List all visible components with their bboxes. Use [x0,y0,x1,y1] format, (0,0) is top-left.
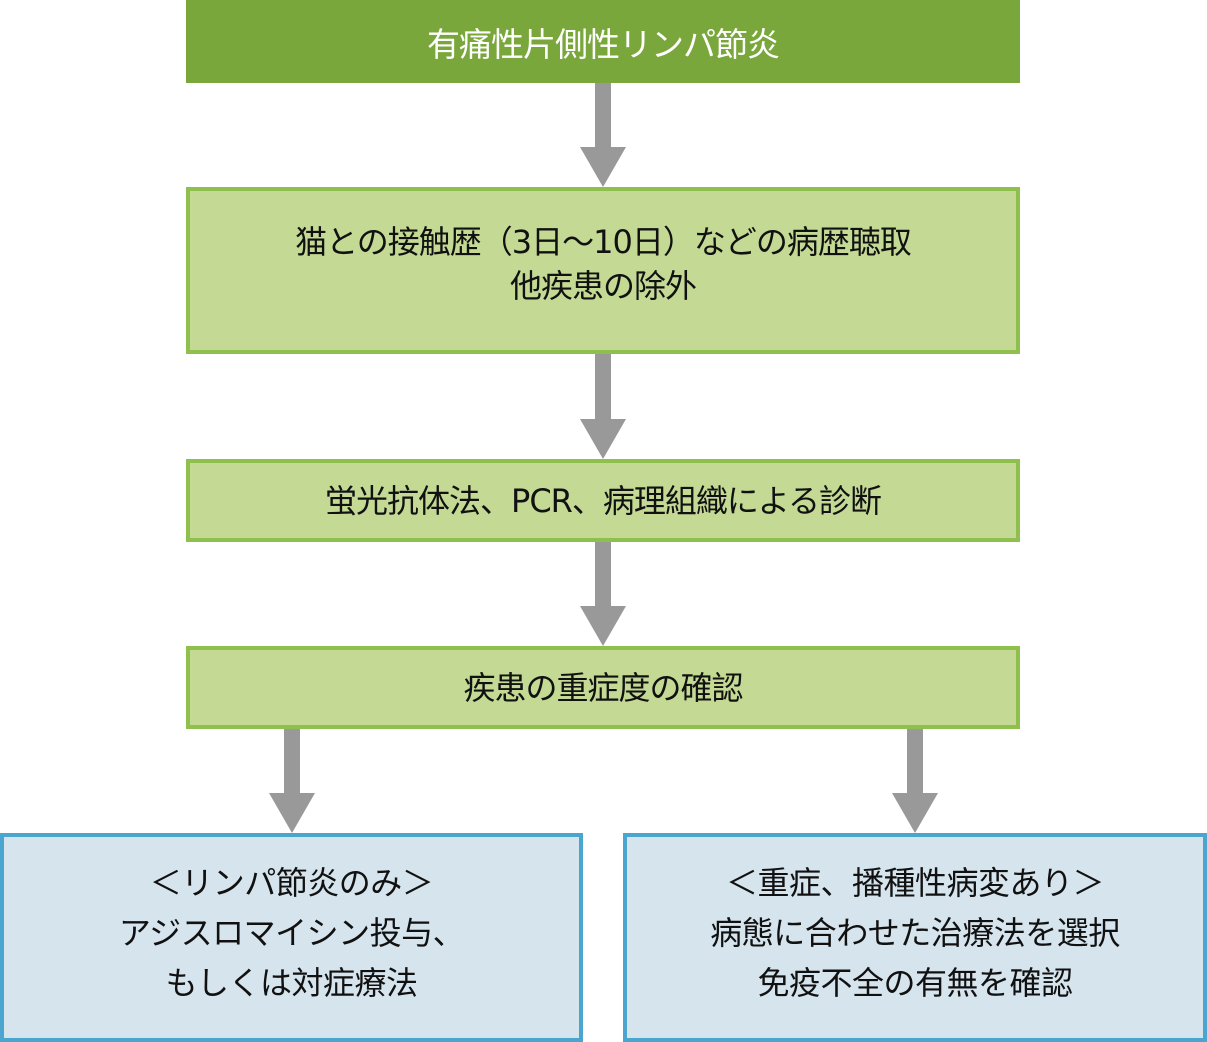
step-text-line: 猫との接触歴（3日～10日）などの病歴聴取 [295,222,912,261]
step-text-line: 疾患の重症度の確認 [463,668,743,707]
branch-heading: ＜重症、播種性病変あり＞ [725,863,1105,902]
step-text-line: 蛍光抗体法、PCR、病理組織による診断 [325,481,882,520]
flowchart-title: 有痛性片側性リンパ節炎 [427,24,780,64]
branch-severe-disseminated: ＜重症、播種性病変あり＞ 病態に合わせた治療法を選択 免疫不全の有無を確認 [623,833,1207,1042]
arrow-down-icon [579,83,627,187]
step-severity-check: 疾患の重症度の確認 [186,646,1020,729]
flowchart-title-box: 有痛性片側性リンパ節炎 [186,0,1020,83]
arrow-down-icon [268,729,316,833]
step-history-taking: 猫との接触歴（3日～10日）などの病歴聴取 他疾患の除外 [186,187,1020,354]
branch-text-line: 病態に合わせた治療法を選択 [710,913,1120,952]
arrow-down-icon [891,729,939,833]
step-text-line: 他疾患の除外 [509,266,697,305]
branch-heading: ＜リンパ節炎のみ＞ [149,863,434,902]
arrow-down-icon [579,354,627,459]
branch-text-line: もしくは対症療法 [165,963,418,1002]
branch-text-line: アジスロマイシン投与、 [118,913,465,952]
arrow-down-icon [579,542,627,646]
branch-text-line: 免疫不全の有無を確認 [757,963,1073,1002]
step-diagnosis: 蛍光抗体法、PCR、病理組織による診断 [186,459,1020,542]
branch-lymphadenitis-only: ＜リンパ節炎のみ＞ アジスロマイシン投与、 もしくは対症療法 [0,833,583,1042]
